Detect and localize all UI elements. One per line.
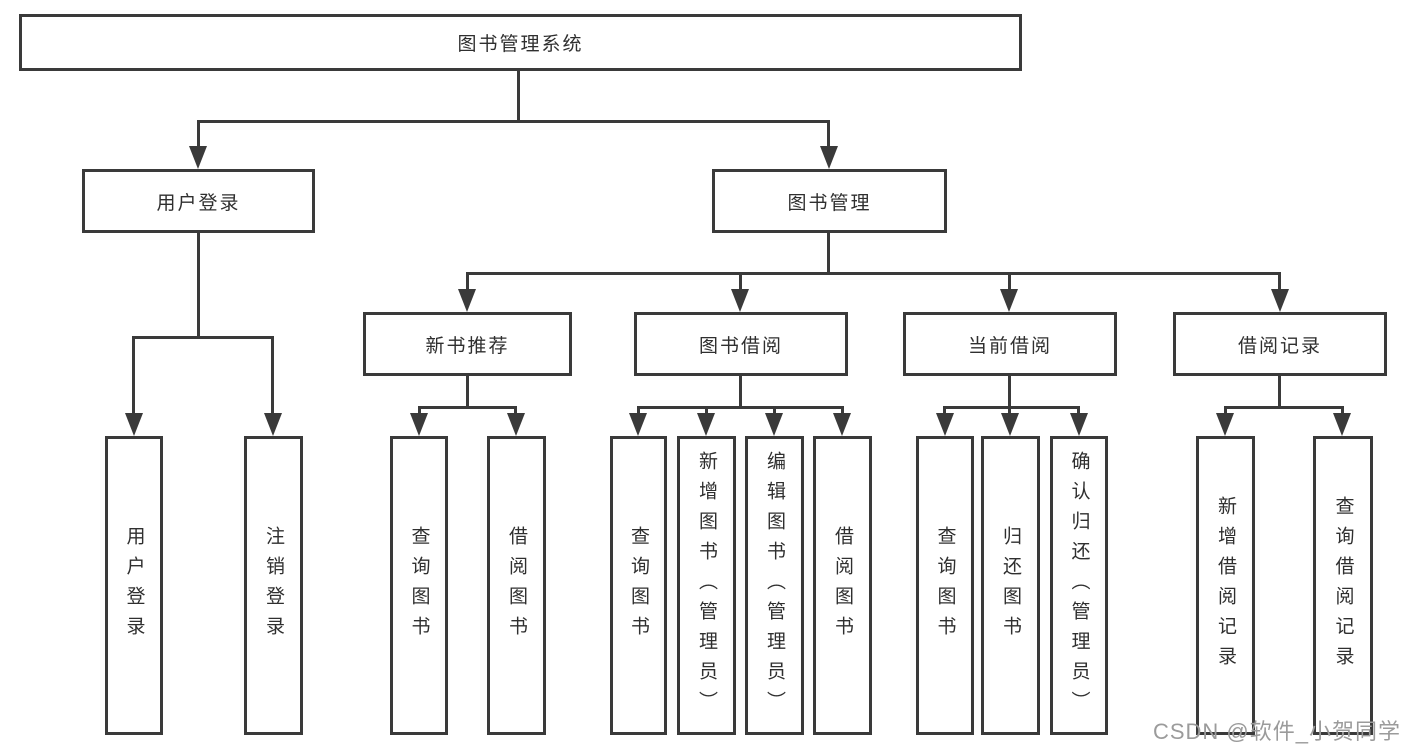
connector-book-borrow-bus [637, 406, 844, 409]
node-label: 归还图书 [1000, 525, 1021, 646]
node-label: 查询图书 [408, 525, 430, 646]
node-book-management: 图书管理 [712, 169, 947, 233]
arrow-down-icon [697, 413, 715, 436]
node-user-login: 用户登录 [82, 169, 315, 233]
connector-to-leaf [418, 406, 421, 416]
connector-to-leaf [705, 406, 708, 416]
node-label: 新书推荐 [425, 335, 510, 357]
arrow-down-icon [731, 289, 749, 312]
node-label: 当前借阅 [967, 335, 1052, 357]
node-label: 用户登录 [123, 525, 145, 646]
leaf-query-book-3: 查询图书 [916, 436, 974, 735]
node-label: 图书借阅 [698, 335, 783, 357]
leaf-query-book-1: 查询图书 [390, 436, 448, 735]
node-label: 新增借阅记录 [1215, 495, 1236, 676]
connector-to-user-login [197, 120, 200, 148]
connector-new-book-bus [418, 406, 517, 409]
node-label: 编辑图书（管理员） [764, 450, 785, 721]
arrow-down-icon [410, 413, 428, 436]
leaf-add-book-admin: 新增图书（管理员） [677, 436, 736, 735]
connector-root-stem [517, 70, 520, 121]
arrow-down-icon [507, 413, 525, 436]
node-label: 查询图书 [934, 525, 956, 646]
connector-to-leaf [132, 336, 135, 415]
node-label: 借阅图书 [832, 525, 853, 646]
connector-current-borrow-bus [943, 406, 1080, 409]
connector-to-leaf [1224, 406, 1227, 416]
arrow-down-icon [458, 289, 476, 312]
connector-to-leaf [1077, 406, 1080, 416]
connector-current-borrow-stem [1008, 376, 1011, 406]
arrow-down-icon [125, 413, 143, 436]
connector-user-login-bus [132, 336, 274, 339]
connector-to-leaf [271, 336, 274, 415]
node-label: 图书管理 [787, 192, 872, 214]
connector-book-management-bus [466, 272, 1281, 275]
connector-root-bus [197, 120, 830, 123]
connector-to-leaf [1008, 406, 1011, 416]
arrow-down-icon [1000, 289, 1018, 312]
leaf-query-book-2: 查询图书 [610, 436, 667, 735]
node-current-borrow: 当前借阅 [903, 312, 1117, 376]
connector-to-borrow-record [1278, 272, 1281, 291]
connector-book-borrow-stem [739, 376, 742, 406]
connector-to-leaf [514, 406, 517, 416]
arrow-down-icon [189, 146, 207, 169]
node-root-library-management-system: 图书管理系统 [19, 14, 1022, 71]
leaf-borrow-book-2: 借阅图书 [813, 436, 872, 735]
leaf-logout: 注销登录 [244, 436, 303, 735]
node-borrow-record: 借阅记录 [1173, 312, 1387, 376]
leaf-user-login: 用户登录 [105, 436, 163, 735]
node-label: 新增图书（管理员） [696, 450, 717, 721]
leaf-query-borrow-record: 查询借阅记录 [1313, 436, 1373, 735]
connector-borrow-record-bus [1224, 406, 1344, 409]
arrow-down-icon [765, 413, 783, 436]
arrow-down-icon [1333, 413, 1351, 436]
leaf-edit-book-admin: 编辑图书（管理员） [745, 436, 804, 735]
connector-to-leaf [1341, 406, 1344, 416]
connector-to-book-management [827, 120, 830, 148]
leaf-confirm-return-admin: 确认归还（管理员） [1050, 436, 1108, 735]
arrow-down-icon [1271, 289, 1289, 312]
arrow-down-icon [1001, 413, 1019, 436]
node-label: 借阅记录 [1237, 335, 1322, 357]
arrow-down-icon [820, 146, 838, 169]
csdn-watermark: CSDN @软件_小贺同学 [1152, 719, 1401, 744]
node-new-book-recommend: 新书推荐 [363, 312, 572, 376]
node-label: 确认归还（管理员） [1068, 450, 1090, 721]
connector-book-management-stem [827, 233, 830, 272]
node-label: 图书管理系统 [457, 34, 584, 55]
connector-to-book-borrow [739, 272, 742, 291]
connector-to-current-borrow [1008, 272, 1011, 291]
node-label: 查询图书 [628, 525, 649, 646]
connector-to-new-book [466, 272, 469, 291]
arrow-down-icon [629, 413, 647, 436]
leaf-borrow-book-1: 借阅图书 [487, 436, 546, 735]
arrow-down-icon [833, 413, 851, 436]
connector-borrow-record-stem [1278, 376, 1281, 406]
node-label: 借阅图书 [506, 525, 527, 646]
connector-to-leaf [773, 406, 776, 416]
arrow-down-icon [1070, 413, 1088, 436]
node-label: 查询借阅记录 [1332, 495, 1354, 676]
connector-to-leaf [841, 406, 844, 416]
node-label: 用户登录 [156, 192, 241, 214]
arrow-down-icon [264, 413, 282, 436]
leaf-return-book: 归还图书 [981, 436, 1040, 735]
node-book-borrow: 图书借阅 [634, 312, 848, 376]
connector-new-book-stem [466, 376, 469, 406]
node-label: 注销登录 [263, 525, 284, 646]
arrow-down-icon [1216, 413, 1234, 436]
arrow-down-icon [936, 413, 954, 436]
connector-to-leaf [637, 406, 640, 416]
connector-to-leaf [943, 406, 946, 416]
connector-user-login-stem [197, 233, 200, 336]
leaf-add-borrow-record: 新增借阅记录 [1196, 436, 1255, 735]
